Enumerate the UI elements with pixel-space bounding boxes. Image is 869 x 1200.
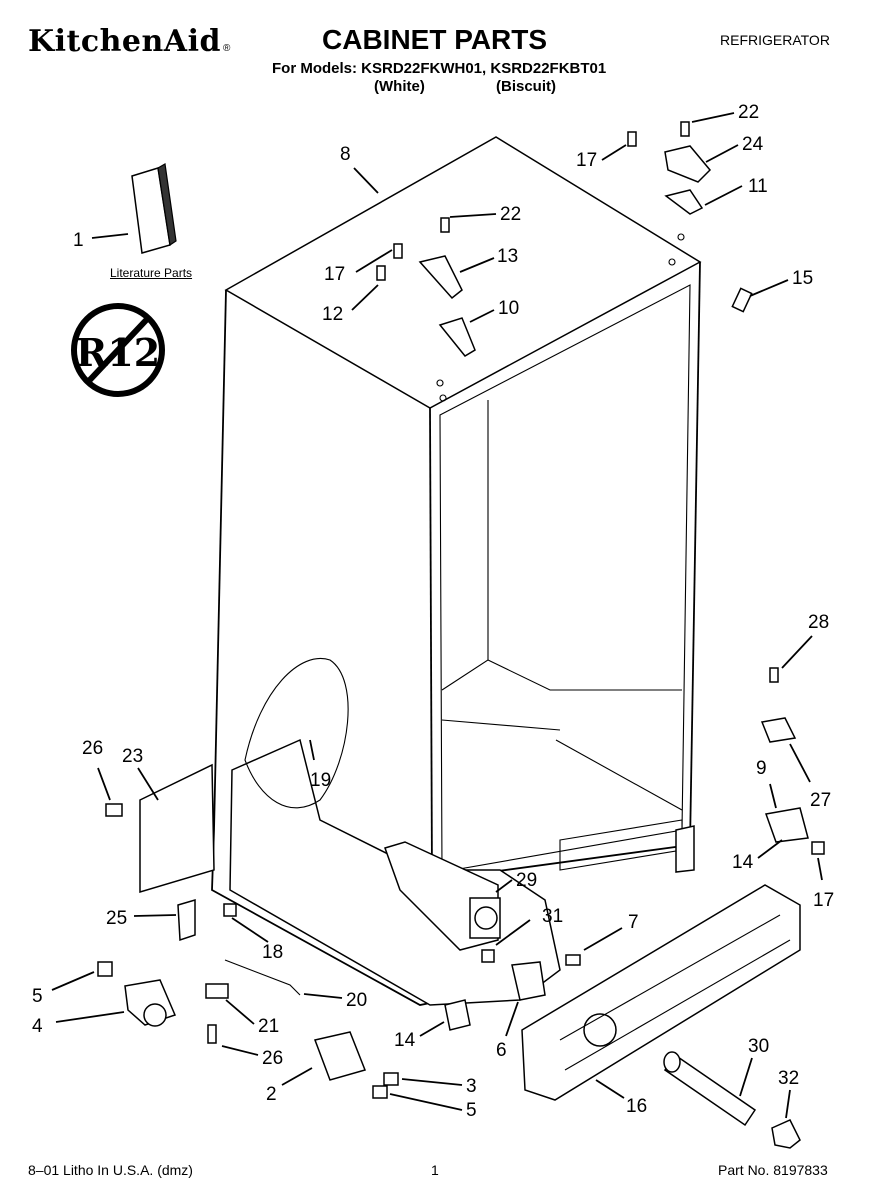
callout-11: 11 [748,176,768,197]
callout-3: 3 [466,1076,477,1097]
brand-logo: KitchenAid® [28,24,231,59]
callout-22: 22 [500,204,521,225]
callout-7: 7 [628,912,639,933]
callout-32: 32 [778,1068,799,1089]
lower-left-parts [97,763,581,1099]
literature-parts-label: Literature Parts [110,266,193,280]
callout-23: 23 [122,746,143,767]
duct-part [384,841,501,951]
callout-leaders [51,112,823,1119]
callout-21: 21 [258,1016,279,1037]
toe-grille [521,884,801,1101]
color-white-label: (White) [374,78,425,95]
callout-22: 22 [738,102,759,123]
r12-badge: R12 [71,303,165,397]
callout-26: 26 [82,738,103,759]
callout-24: 24 [742,134,764,155]
page-number: 1 [431,1162,439,1178]
callout-17: 17 [324,264,345,285]
callout-27: 27 [810,790,831,811]
callout-5: 5 [466,1100,477,1121]
callout-5: 5 [32,986,43,1007]
footer-litho-info: 8–01 Litho In U.S.A. (dmz) [28,1162,193,1178]
callout-28: 28 [808,612,829,633]
callout-13: 13 [497,246,518,267]
color-biscuit-label: (Biscuit) [496,78,556,95]
callout-6: 6 [496,1040,507,1061]
page-title: CABINET PARTS [322,24,548,55]
callout-14: 14 [394,1030,416,1051]
callout-12: 12 [322,304,343,325]
callout-16: 16 [626,1096,647,1117]
models-line: For Models: KSRD22FKWH01, KSRD22FKBT01 [272,60,607,77]
callout-20: 20 [346,990,367,1011]
callout-1: 1 [73,230,84,251]
callout-4: 4 [32,1016,43,1037]
callout-10: 10 [498,298,519,319]
callout-2: 2 [266,1084,277,1105]
callout-18: 18 [262,942,283,963]
callout-17: 17 [813,890,834,911]
callout-25: 25 [106,908,127,929]
callout-31: 31 [542,906,563,927]
callout-9: 9 [756,758,767,779]
callout-19: 19 [310,770,331,791]
callout-14: 14 [732,852,754,873]
callout-15: 15 [792,268,813,289]
callout-29: 29 [516,870,537,891]
callout-26: 26 [262,1048,283,1069]
product-category: REFRIGERATOR [720,32,830,48]
callout-labels: 1 8 17 22 24 11 22 17 13 12 10 15 28 27 … [32,102,834,1121]
hinge-parts [376,121,825,855]
literature-book [131,163,177,254]
callout-17: 17 [576,150,597,171]
callout-8: 8 [340,144,351,165]
part-number: Part No. 8197833 [718,1162,828,1178]
callout-30: 30 [748,1036,769,1057]
water-filter [663,1051,801,1149]
